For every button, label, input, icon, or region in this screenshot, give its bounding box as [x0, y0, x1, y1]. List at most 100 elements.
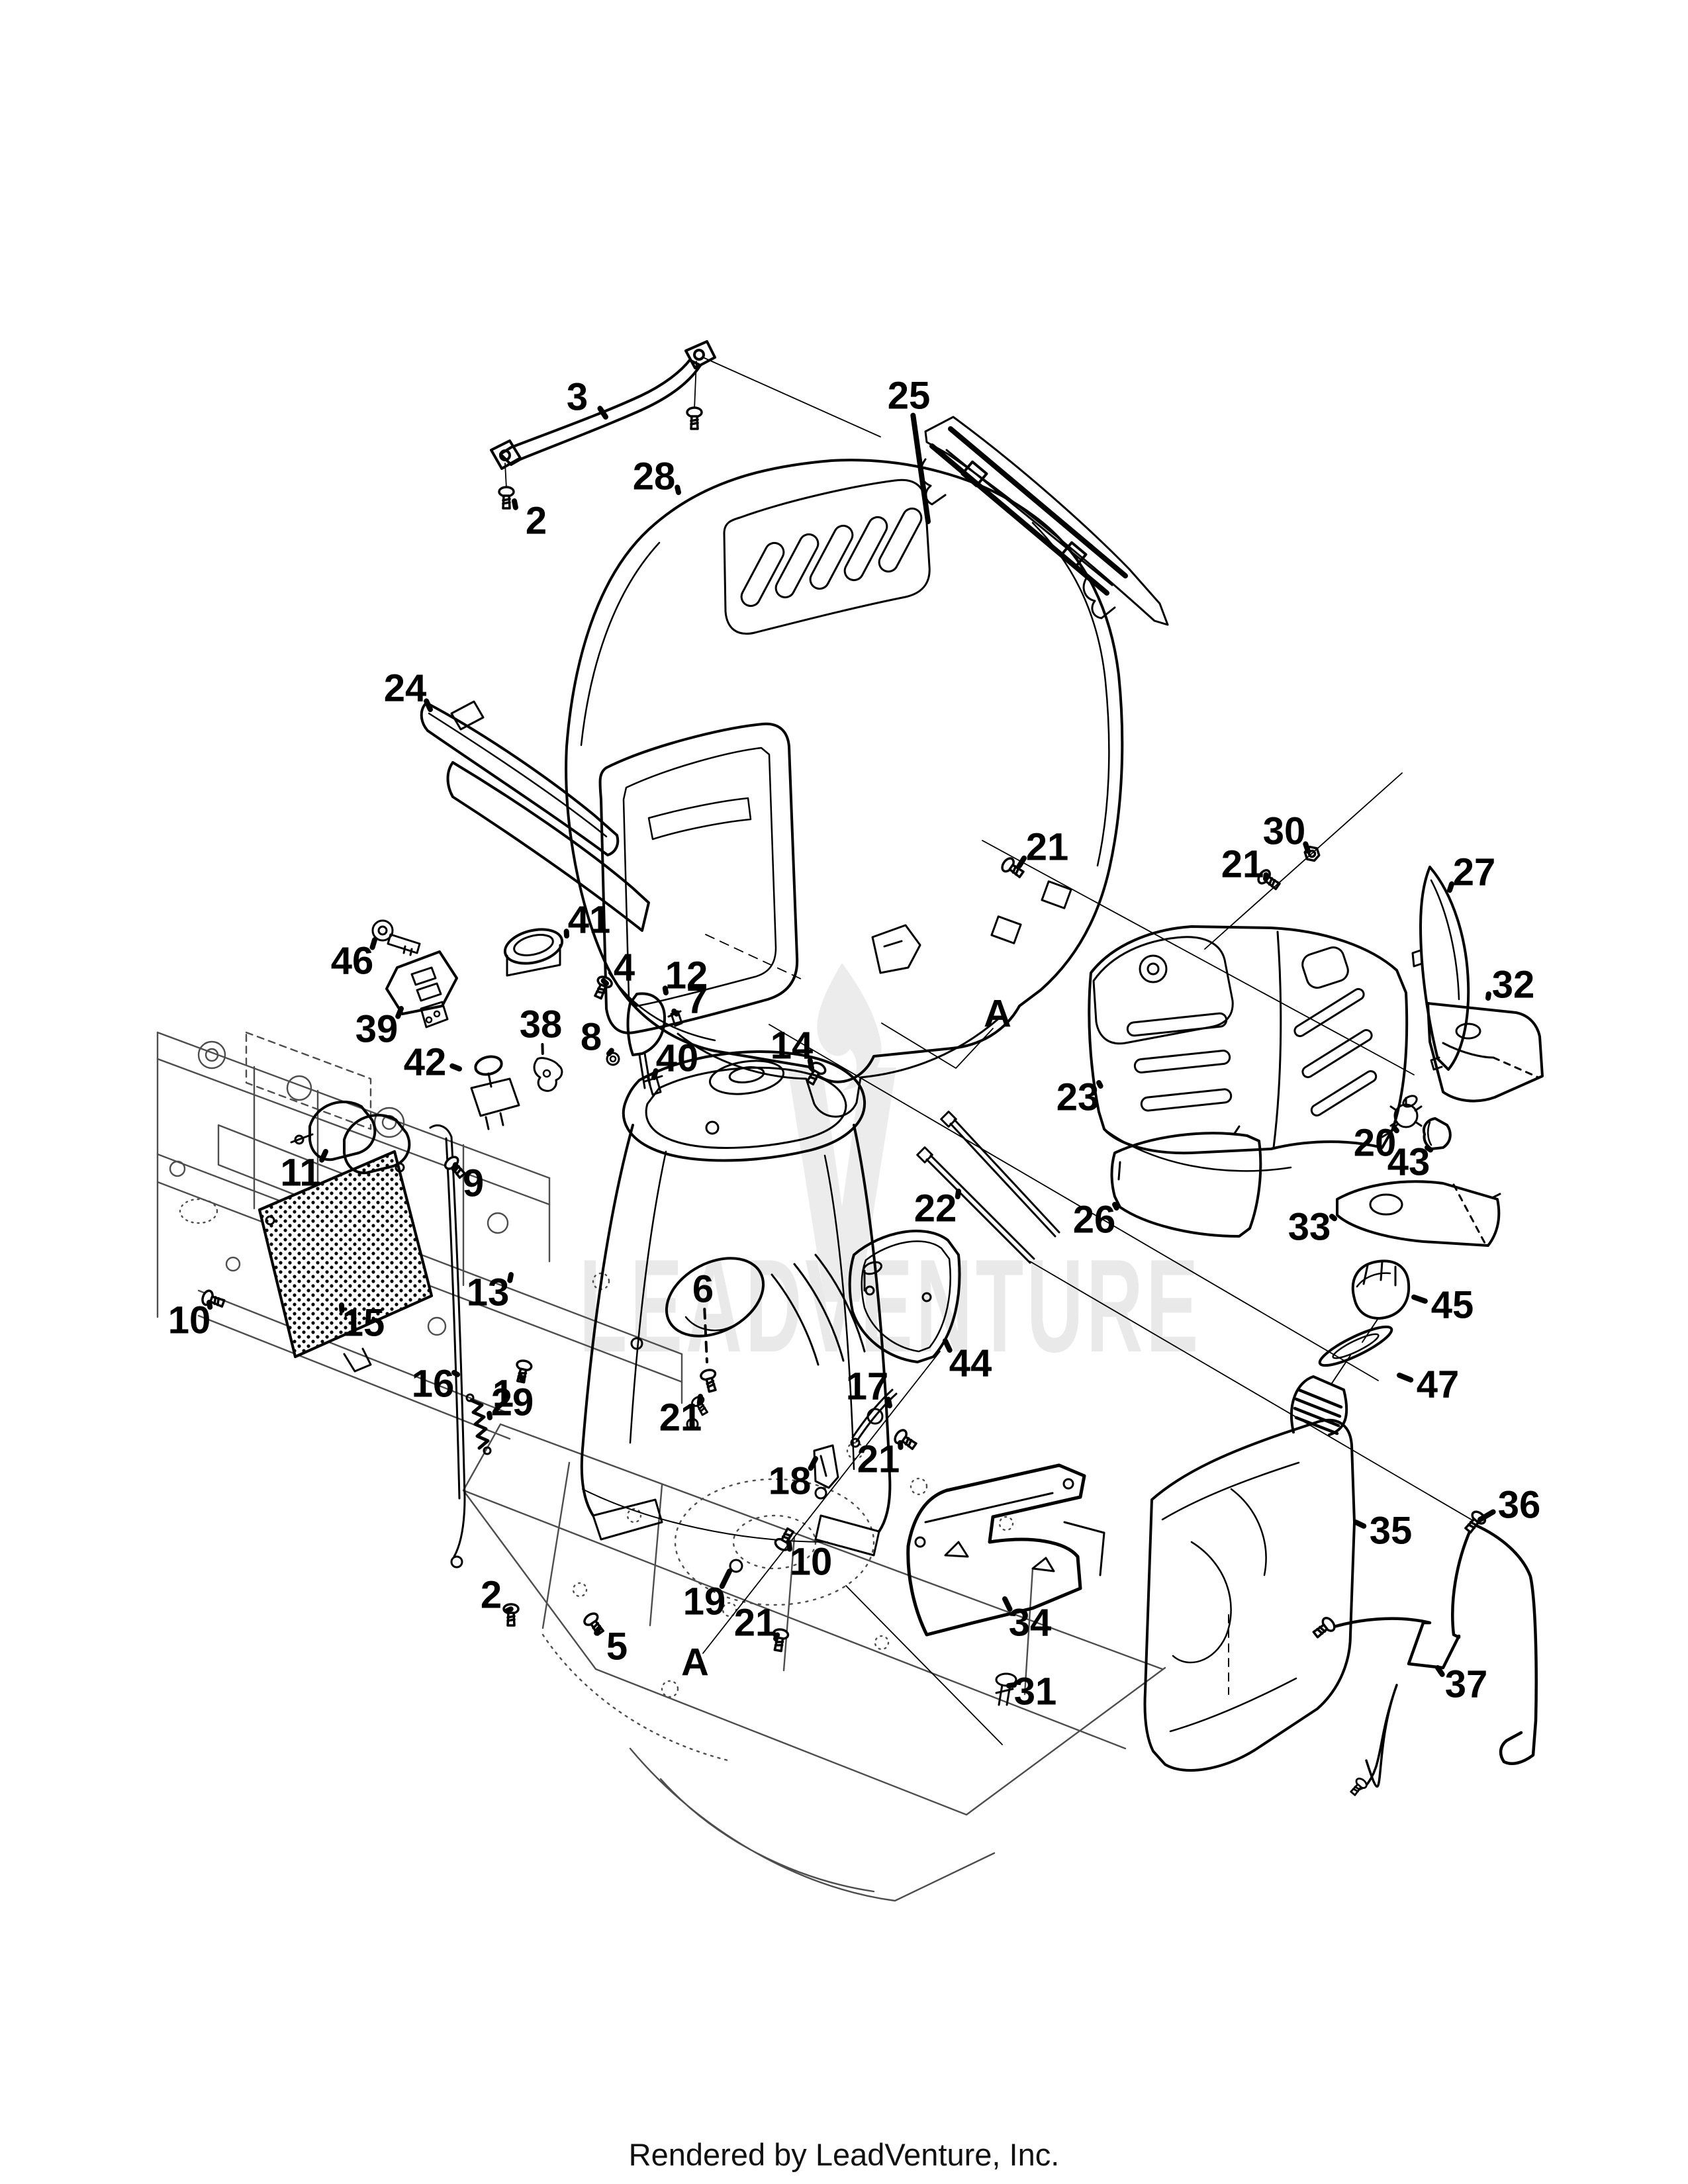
callout-label-10: 10: [168, 1299, 211, 1342]
callout-leader-37: [1435, 1665, 1445, 1677]
spacer-19: [729, 1559, 743, 1573]
flame-v-logo: [788, 963, 896, 1302]
clip-screw: [1347, 1775, 1370, 1799]
hood: [565, 459, 1124, 1118]
heat-shield: [258, 1150, 433, 1373]
callout-label-27: 27: [1453, 851, 1496, 894]
bulb-43: [1423, 1117, 1452, 1150]
callout-label-13: 13: [467, 1271, 510, 1314]
grille-panel: [1088, 925, 1409, 1172]
callout-label-21: 21: [857, 1438, 900, 1481]
callout-leader-10: [786, 1541, 792, 1552]
bumper-bracket: [906, 1463, 1105, 1637]
callout-label-2: 2: [481, 1574, 502, 1617]
callout-label-19: 19: [683, 1580, 726, 1623]
callout-label-21: 21: [659, 1396, 702, 1439]
callout-label-14: 14: [771, 1024, 814, 1068]
callout-label-33: 33: [1288, 1206, 1331, 1249]
callout-label-8: 8: [581, 1016, 602, 1059]
callout-label-23: 23: [1056, 1076, 1100, 1119]
screw-2: [498, 486, 515, 510]
corner-panel-32: [1427, 1002, 1544, 1103]
push-pin: [995, 1672, 1017, 1706]
footer-text: Rendered by LeadVenture, Inc.: [628, 2137, 1060, 2172]
callout-leader-27: [1447, 881, 1455, 893]
callout-label-42: 42: [404, 1041, 447, 1084]
callout-leader-30: [1303, 841, 1311, 854]
callout-label-29: 29: [491, 1381, 534, 1424]
callout-leader-25: [910, 412, 931, 524]
callout-label-12: 12: [665, 954, 708, 997]
tower-foot-bracket: [813, 1444, 839, 1489]
fuel-cap: [1351, 1259, 1411, 1343]
callout-leader-47: [1397, 1373, 1414, 1383]
callout-label-3: 3: [567, 376, 588, 419]
hood-support-rod: [490, 340, 716, 489]
screw: [686, 406, 703, 430]
lower-dash-panel: [848, 1230, 961, 1363]
callout-label-44: 44: [949, 1342, 992, 1385]
callout-label-28: 28: [633, 455, 676, 498]
callout-label-9: 9: [463, 1162, 484, 1205]
pto-switch: [470, 1055, 520, 1130]
callout-label-38: 38: [520, 1003, 563, 1046]
callout-leader-3: [597, 406, 608, 420]
callout-leader-16: [451, 1370, 461, 1377]
hood-latch-rod: [429, 1124, 466, 1569]
hood-hinge-bracket: [290, 1101, 411, 1175]
callout-leader-4: [600, 978, 609, 986]
callout-label-34: 34: [1009, 1602, 1052, 1645]
callout-leader-44: [943, 1338, 953, 1353]
callout-leader-35: [1353, 1520, 1367, 1529]
callout-leader-21: [773, 1632, 780, 1641]
callout-label-45: 45: [1431, 1284, 1474, 1327]
callout-label-31: 31: [1014, 1670, 1057, 1713]
callout-leader-21: [1017, 855, 1027, 868]
callout-label-15: 15: [342, 1302, 385, 1345]
callout-leader-24: [424, 698, 433, 712]
callout-label-36: 36: [1498, 1484, 1541, 1527]
side-skirt: [420, 700, 650, 932]
callout-leader-29: [487, 1410, 492, 1420]
callout-label-21: 21: [1026, 826, 1069, 869]
callout-leader-10: [207, 1300, 213, 1310]
rear-trim-panel: [919, 416, 1169, 626]
tank-strap-wire: [1323, 1523, 1538, 1792]
cable-ties: [916, 1111, 1060, 1264]
fuel-tank: [1143, 1375, 1356, 1772]
callout-label-16: 16: [412, 1363, 455, 1406]
callout-label-41: 41: [568, 899, 611, 942]
callout-leader-26: [1112, 1202, 1119, 1211]
callout-leader-32: [1485, 991, 1491, 1001]
callout-leader-20: [1391, 1125, 1399, 1134]
callout-leader-17: [885, 1396, 892, 1408]
callout-label-25: 25: [888, 375, 931, 418]
callout-leader-36: [1477, 1509, 1496, 1522]
callout-leader-28: [675, 484, 681, 495]
callout-label-A: A: [984, 993, 1011, 1036]
callout-label-43: 43: [1387, 1141, 1430, 1184]
ignition-key: [371, 919, 421, 956]
callout-leader-5: [594, 1627, 601, 1636]
callout-label-24: 24: [384, 667, 427, 710]
callout-label-21: 21: [1221, 843, 1264, 886]
parts: [199, 340, 1544, 1799]
callout-label-5: 5: [606, 1625, 628, 1668]
callout-leader-6: [703, 1307, 708, 1363]
callout-label-11: 11: [280, 1152, 320, 1195]
callout-label-1: 1: [492, 1373, 514, 1416]
callout-label-10: 10: [790, 1541, 833, 1584]
callout-label-32: 32: [1492, 964, 1535, 1007]
callout-label-21: 21: [734, 1602, 777, 1645]
clip-screw-36: [1461, 1508, 1489, 1537]
corner-panel-33: [1336, 1180, 1501, 1247]
callout-label-2: 2: [526, 500, 547, 543]
callout-leader-13: [507, 1272, 514, 1283]
callout-leader-7: [671, 1008, 679, 1017]
spring: [465, 1393, 492, 1455]
fuel-valve: [1381, 1095, 1423, 1138]
watermark-text: LEADVENTURE: [579, 1232, 1201, 1380]
